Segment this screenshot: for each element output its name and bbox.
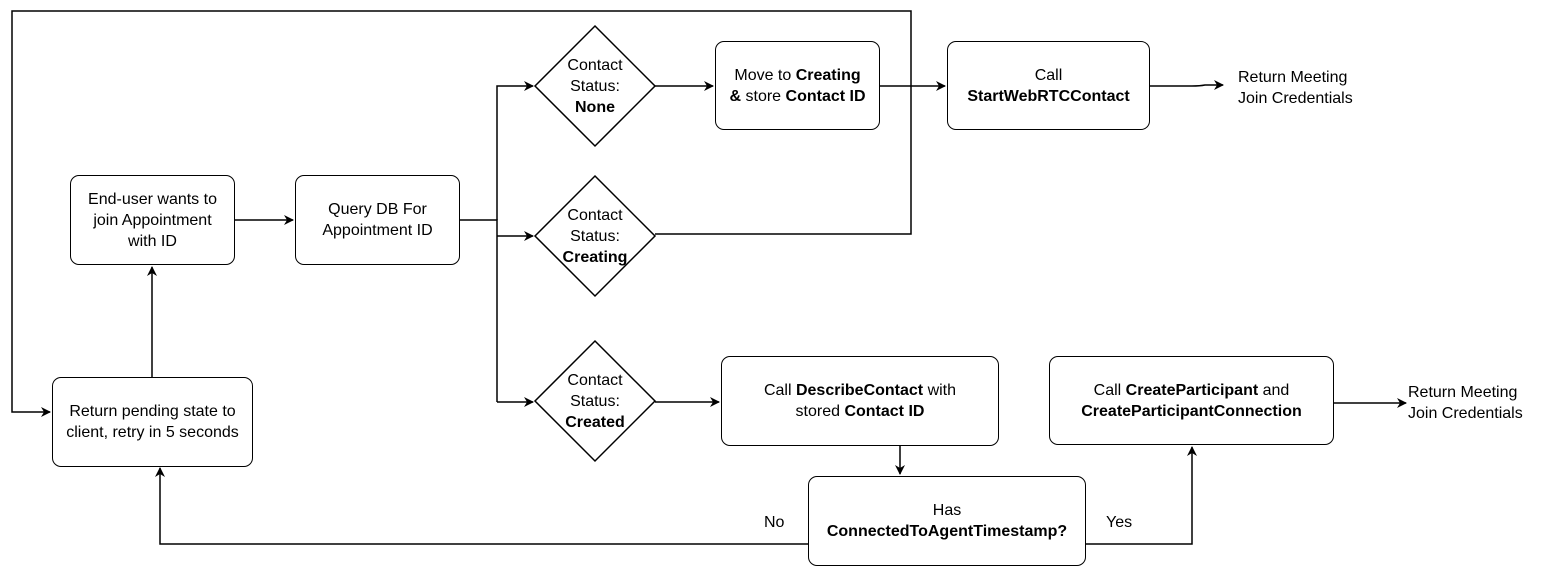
edge-start-to-return bbox=[1150, 80, 1224, 90]
node-enduser-line3: with ID bbox=[128, 232, 177, 250]
has-line2: ConnectedToAgentTimestamp? bbox=[826, 523, 1068, 540]
decision-status-creating: Contact Status: Creating bbox=[545, 201, 645, 271]
decision-status-none: Contact Status: None bbox=[545, 51, 645, 121]
status-created-line1: Contact bbox=[567, 371, 623, 389]
decision-status-none-shape bbox=[533, 24, 657, 148]
describe-text-with: with bbox=[923, 382, 957, 399]
decision-status-creating-shape bbox=[533, 174, 657, 298]
create-text-participant: CreateParticipant bbox=[1125, 381, 1259, 399]
move-text-a: Move to bbox=[734, 66, 796, 84]
edge-creating-loop bbox=[11, 10, 912, 417]
start-webrtc-line2: StartWebRTCContact bbox=[967, 87, 1130, 105]
pending-line1: Return pending state to bbox=[69, 403, 236, 420]
create-line1: Call CreateParticipant and bbox=[1081, 380, 1301, 401]
describe-line2: stored Contact ID bbox=[764, 401, 956, 422]
describe-text-stored: stored bbox=[795, 403, 845, 420]
edge-query-branch bbox=[460, 219, 498, 402]
move-line1: Move to Creating bbox=[729, 65, 865, 86]
describe-text-api: DescribeContact bbox=[795, 382, 924, 399]
return-top-line2: Join Credentials bbox=[1238, 90, 1353, 107]
pending-line2: client, retry in 5 seconds bbox=[66, 424, 239, 441]
node-describe-contact: Call DescribeContact with stored Contact… bbox=[721, 356, 999, 446]
status-creating-line2: Status: bbox=[570, 227, 620, 245]
edge-label-no: No bbox=[764, 514, 785, 531]
decision-status-created-shape bbox=[533, 339, 657, 463]
has-line1: Has bbox=[932, 502, 962, 519]
status-none-line2: Status: bbox=[570, 77, 620, 95]
node-query-db: Query DB For Appointment ID bbox=[295, 175, 460, 265]
describe-text-contact-id: Contact ID bbox=[844, 403, 925, 420]
node-return-meeting-top: Return Meeting Join Credentials bbox=[1238, 66, 1378, 110]
edge-label-yes: Yes bbox=[1106, 514, 1133, 531]
edge-to-status-none bbox=[496, 81, 534, 220]
node-enduser-line2: join Appointment bbox=[93, 211, 212, 229]
node-return-meeting-bottom: Return Meeting Join Credentials bbox=[1408, 381, 1553, 425]
create-text-call: Call bbox=[1093, 381, 1126, 399]
node-query-line2: Appointment ID bbox=[322, 222, 433, 239]
status-creating-line1: Contact bbox=[567, 206, 623, 224]
move-text-amp: & bbox=[729, 87, 742, 105]
node-return-pending: Return pending state to client, retry in… bbox=[52, 377, 253, 467]
create-text-and: and bbox=[1258, 381, 1290, 399]
node-enduser-line1: End-user wants to bbox=[88, 190, 217, 208]
start-webrtc-line1: Call bbox=[1034, 66, 1063, 84]
status-creating-value: Creating bbox=[562, 248, 628, 266]
return-bottom-line1: Return Meeting bbox=[1408, 384, 1518, 401]
node-move-to-creating: Move to Creating & store Contact ID bbox=[715, 41, 880, 130]
move-line2: & store Contact ID bbox=[729, 86, 865, 107]
node-query-line1: Query DB For bbox=[328, 201, 427, 218]
move-text-contact-id: Contact ID bbox=[785, 87, 866, 105]
status-none-line1: Contact bbox=[567, 56, 623, 74]
edge-has-yes bbox=[1086, 446, 1197, 545]
status-created-value: Created bbox=[565, 413, 625, 431]
edge-has-no bbox=[155, 467, 808, 545]
node-has-connected-timestamp: Has ConnectedToAgentTimestamp? bbox=[808, 476, 1086, 566]
node-enduser-join: End-user wants to join Appointment with … bbox=[70, 175, 235, 265]
status-created-line2: Status: bbox=[570, 392, 620, 410]
describe-line1: Call DescribeContact with bbox=[764, 380, 956, 401]
move-text-store: store bbox=[741, 87, 786, 105]
return-bottom-line2: Join Credentials bbox=[1408, 405, 1523, 422]
decision-status-created: Contact Status: Created bbox=[545, 366, 645, 436]
node-create-participant: Call CreateParticipant and CreatePartici… bbox=[1049, 356, 1334, 445]
create-line2: CreateParticipantConnection bbox=[1081, 401, 1301, 422]
status-none-value: None bbox=[574, 98, 615, 116]
move-text-creating: Creating bbox=[795, 66, 861, 84]
return-top-line1: Return Meeting bbox=[1238, 69, 1348, 86]
node-start-webrtc-contact: Call StartWebRTCContact bbox=[947, 41, 1150, 130]
describe-text-call: Call bbox=[763, 382, 796, 399]
create-text-connection: CreateParticipantConnection bbox=[1081, 402, 1302, 420]
